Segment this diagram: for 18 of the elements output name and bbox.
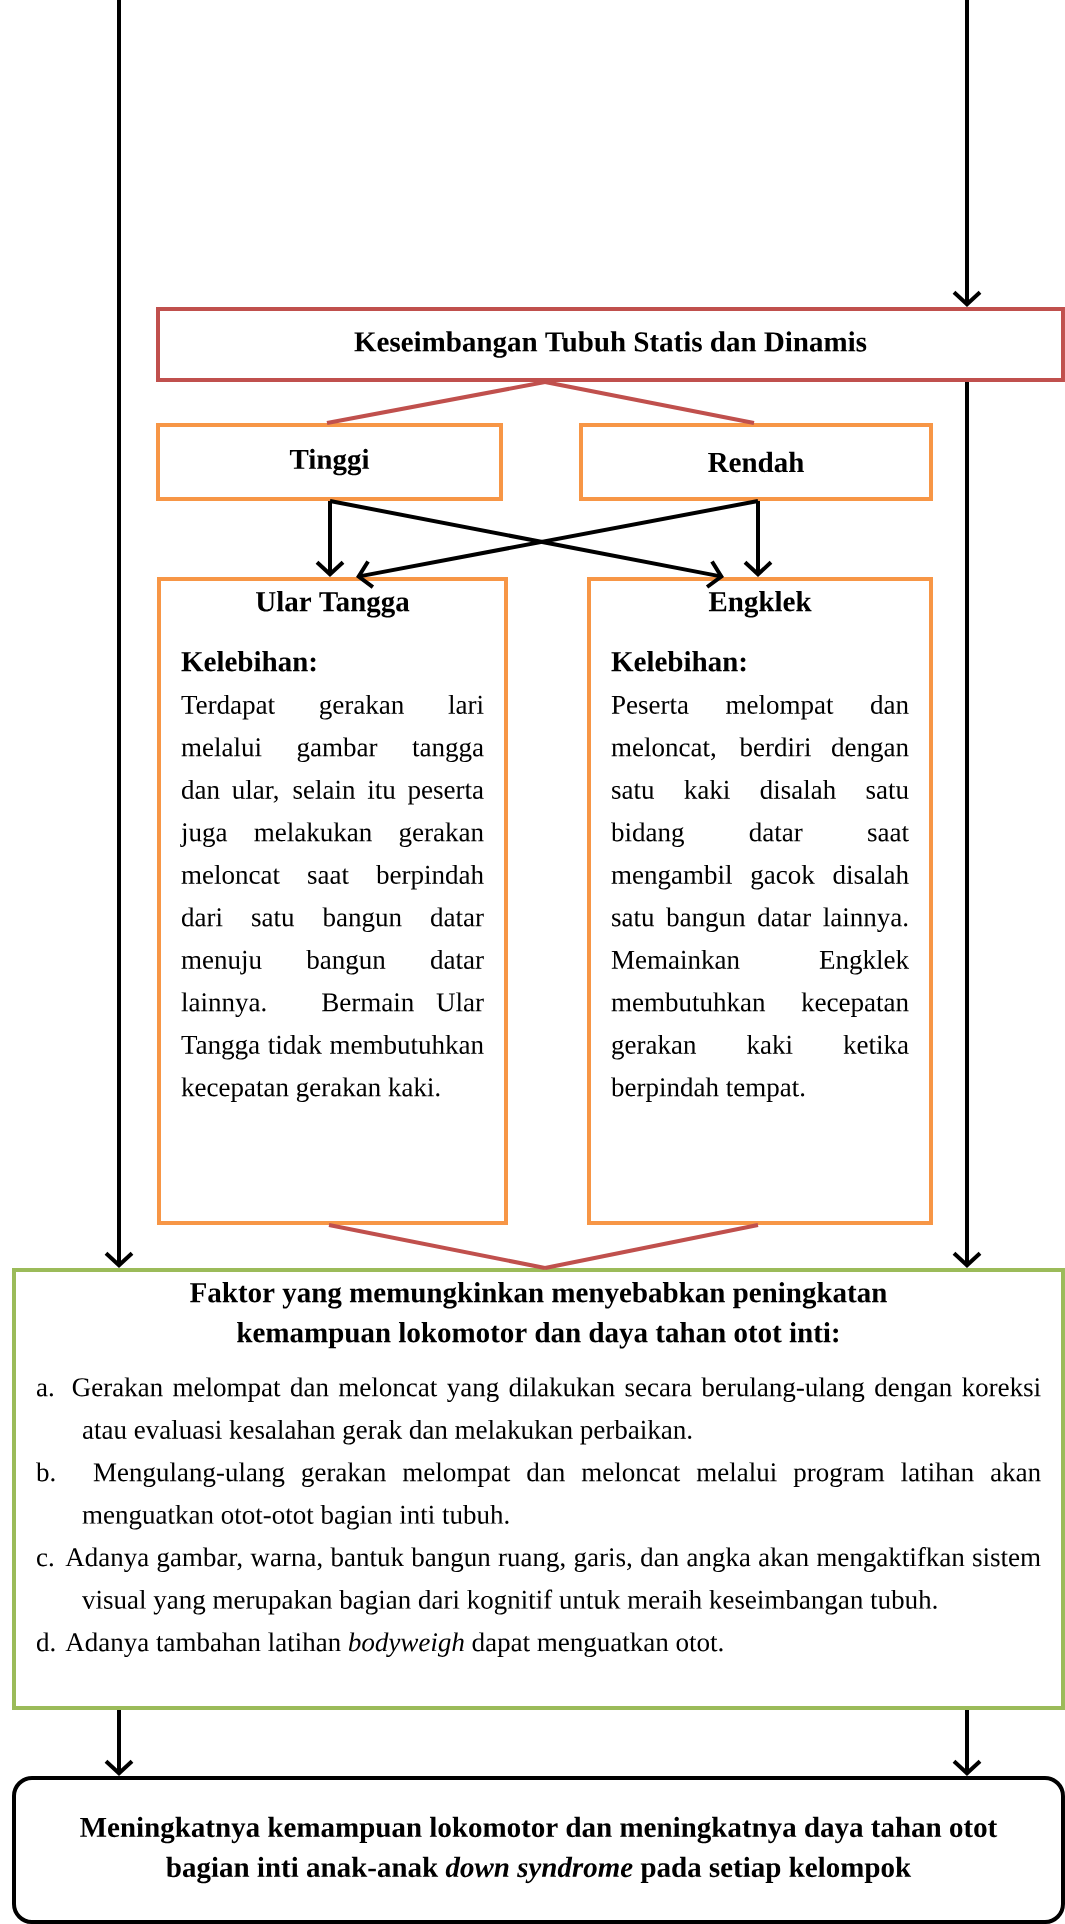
outcome-box: Meningkatnya kemampuan lokomotor dan meningkatnya daya tahan otot bagian inti anak-anak down syndrome pada setiap kelompok bbox=[12, 1776, 1065, 1924]
heading-box: Keseimbangan Tubuh Statis dan Dinamis bbox=[156, 307, 1065, 382]
description-box: Engklek Kelebihan: Peserta melompat dan meloncat, berdiri dengan satu kaki disalah satu bidang datar saat mengambil gacok disalah satu bangun datar lainnya. Memainkan Engklek membutuhkan kecepatan gerakan kaki ketika berpindah tempat. bbox=[587, 577, 933, 1225]
category-box: Rendah bbox=[579, 423, 933, 501]
arrow bbox=[952, 382, 982, 1268]
connector-line bbox=[326, 380, 546, 425]
arrow bbox=[104, 0, 134, 1268]
arrow bbox=[952, 1710, 982, 1776]
arrow bbox=[104, 1710, 134, 1776]
factor-box: Faktor yang memungkinkan menyebabkan peningkatan kemampuan lokomotor dan daya tahan otot inti: a. Gerakan melompat dan meloncat yang dilakukan secara berulang-ulang dengan koreksi atau evaluasi kesalahan gerak dan melakukan perbaikan. b. Mengulang-ulang gerakan melompat dan meloncat melalui program latihan akan menguatkan otot-otot bagian inti tubuh. c. Adanya gambar, warna, bantuk bangun ruang, garis, dan angka akan mengaktifkan sistem visual yang merupakan bagian dari kognitif untuk meraih keseimbangan tubuh. d. Adanya tambahan latihan bodyweigh dapat menguatkan otot. bbox=[12, 1268, 1065, 1710]
category-box: Tinggi bbox=[156, 423, 503, 501]
description-box: Ular Tangga Kelebihan: Terdapat gerakan lari melalui gambar tangga dan ular, selain itu peserta juga melakukan gerakan meloncat saat berpindah dari satu bangun datar menuju bangun datar lainnya. Bermain Ular Tangga tidak membutuhkan kecepatan gerakan kaki. bbox=[157, 577, 508, 1225]
arrow bbox=[315, 501, 345, 577]
arrow bbox=[952, 0, 982, 307]
connector-line bbox=[544, 380, 755, 425]
connector-line bbox=[328, 1223, 546, 1270]
arrow bbox=[743, 501, 773, 577]
connector-line bbox=[544, 1223, 759, 1270]
